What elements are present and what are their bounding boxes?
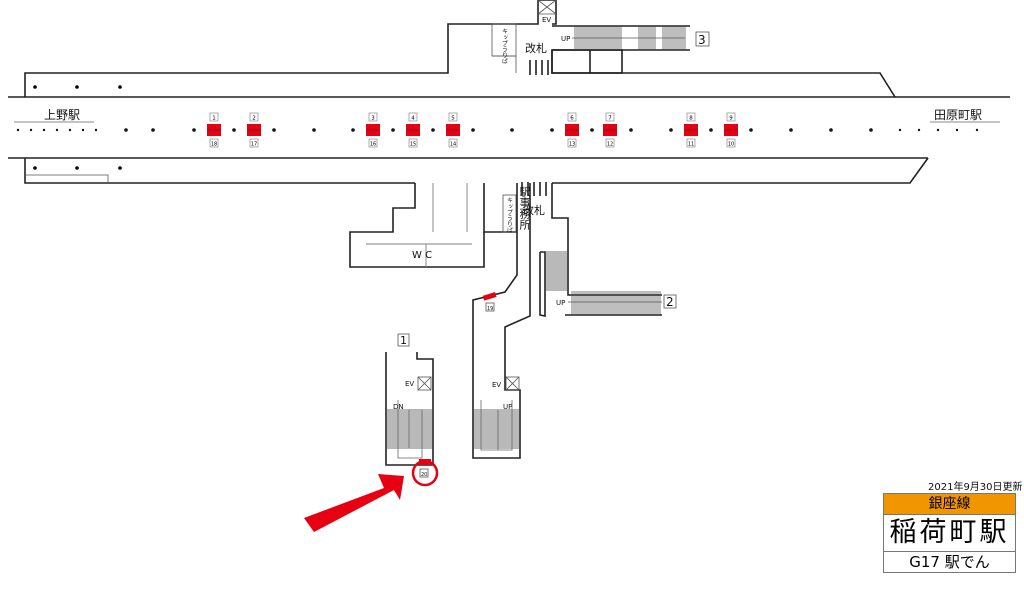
car-position-lower: 10 [728,142,734,148]
upper-platform-wall [8,0,1010,98]
car-position-lower: 17 [251,142,257,148]
car-position-upper: 7 [608,116,612,122]
platform-dot [431,128,435,132]
platform-dot [68,128,72,132]
gate-label-top: 改札 [525,41,547,55]
platform-dot [94,128,98,132]
highlight-circle [411,459,439,487]
platform-dot [510,128,514,132]
platform-dot [629,128,633,132]
stairs-exit2 [545,251,661,315]
lower-platform-wall [8,157,929,184]
car-position-upper: 8 [689,116,693,122]
car-position-upper: 9 [729,116,733,122]
platform-dot [550,128,554,132]
platform-track: 1 18 2 17 3 16 4 15 5 14 6 13 7 12 8 11 9 10 [16,112,979,148]
ev-exit2-side [505,376,520,391]
ev-top [537,0,557,15]
platform-dot [749,128,753,132]
car-position-lower: 14 [450,142,456,148]
platform-dot [192,128,196,132]
platform-dot [351,128,355,132]
platform-dot [590,128,594,132]
station-sign: 銀座線 稲荷町駅 G17 駅でん [883,493,1016,573]
car-position-lower: 18 [211,142,217,148]
updated-date: 2021年9月30日更新 [928,482,1023,493]
car-marker-19 [482,292,497,301]
wc-label: W C [412,250,432,261]
platform-dot [709,128,713,132]
car-position-upper: 1 [212,116,216,122]
platform-dot [124,128,128,132]
line-name: 銀座線 [884,494,1015,515]
gate-label-bottom: 改札 [523,203,545,217]
platform-dot [151,128,155,132]
platform-dot [29,128,33,132]
ev-label-1: EV [405,380,414,388]
exit-1-structure [385,352,434,466]
stairs-down [387,400,432,459]
station-tawaramachi: 田原町駅 [934,108,982,122]
platform-dot [917,128,921,132]
platform-dot [936,128,940,132]
exit-1-label[interactable]: 1 [400,334,407,347]
platform-dot [272,128,276,132]
car-position-20: 20 [421,472,427,478]
ticket-gates-bottom[interactable] [521,182,547,196]
car-position-lower: 15 [410,142,416,148]
platform-dot [898,128,902,132]
ticket-gates-top[interactable] [529,60,549,75]
ev-label-2: EV [492,381,501,389]
ev-label: EV [542,16,551,24]
platform-dot [42,128,46,132]
platform-dot [391,128,395,132]
station-ueno: 上野駅 [44,108,80,122]
station-name: 稲荷町駅 [884,515,1015,552]
exit-2-label[interactable]: 2 [666,295,674,309]
platform-dot [16,128,20,132]
car-position-lower: 11 [688,142,694,148]
platform-dot [669,128,673,132]
car-position-upper: 6 [570,116,574,122]
platform-dot [55,128,59,132]
car-position-upper: 4 [411,116,415,122]
platform-dot [955,128,959,132]
car-position-lower: 13 [569,142,575,148]
platform-dot [471,128,475,132]
stairs-up [474,400,519,451]
platform-dot [232,128,236,132]
platform-dot [789,128,793,132]
lower-concourse [349,183,662,459]
up-label: UP [561,35,570,43]
car-position-upper: 5 [451,116,455,122]
up-label-exit2: UP [556,299,565,307]
car-position-lower: 12 [607,142,613,148]
exit-3-label[interactable]: 3 [698,33,706,47]
station-code: G17 駅でん [909,553,990,571]
car-position-upper: 3 [371,116,375,122]
platform-dot [81,128,85,132]
up-label-2: UP [503,403,512,411]
ticket-machine-bottom: キップうりば [506,197,513,234]
platform-dot [869,128,873,132]
car-position-19: 19 [487,306,493,312]
pointer-arrow-icon [304,474,404,532]
ticket-machine-top: キップうりば [501,28,508,65]
platform-dot [312,128,316,132]
platform-dot [975,128,979,132]
car-position-lower: 16 [370,142,376,148]
platform-dot [829,128,833,132]
car-position-upper: 2 [252,116,256,122]
